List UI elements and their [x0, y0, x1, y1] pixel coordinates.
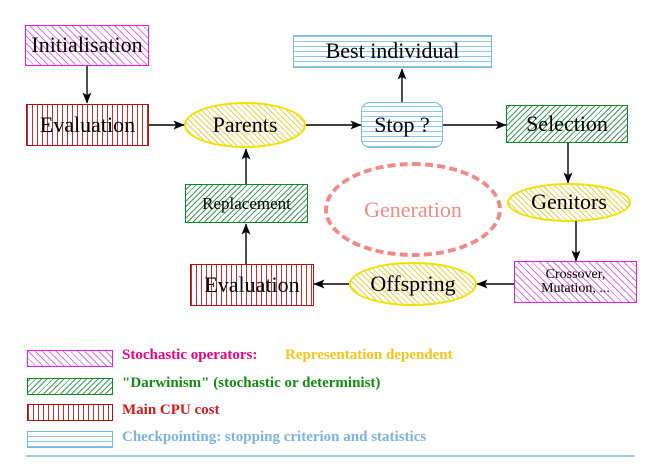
legend-swatch-cpu — [27, 404, 113, 421]
node-evaluation-bottom[interactable]: Evaluation — [190, 264, 314, 306]
legend-label-stochastic: Stochastic operators: — [122, 347, 258, 363]
node-generation-group: Generation — [324, 162, 502, 257]
node-replacement[interactable]: Replacement — [185, 184, 308, 223]
legend-item-3 — [27, 431, 113, 448]
bottom-divider — [26, 455, 635, 457]
legend-swatch-stochastic — [27, 350, 113, 367]
legend-label-darwinism: "Darwinism" (stochastic or determinist) — [122, 375, 381, 391]
legend-label-stochastic-extra: Representation dependent — [285, 347, 453, 363]
node-selection[interactable]: Selection — [506, 105, 628, 143]
legend-swatch-checkpointing — [27, 431, 113, 448]
node-parents[interactable]: Parents — [184, 102, 306, 148]
node-stop-label: Stop ? — [374, 111, 430, 137]
legend-item-2 — [27, 404, 113, 421]
node-best-individual-label: Best individual — [325, 38, 460, 64]
node-initialisation[interactable]: Initialisation — [25, 25, 149, 66]
node-genitors-label: Genitors — [531, 189, 607, 215]
node-offspring[interactable]: Offspring — [349, 262, 477, 306]
node-best-individual[interactable]: Best individual — [293, 35, 492, 68]
node-crossover-mutation[interactable]: Crossover, Mutation, ... — [514, 261, 637, 303]
node-genitors[interactable]: Genitors — [507, 183, 631, 222]
node-initialisation-label: Initialisation — [31, 32, 143, 58]
node-selection-label: Selection — [526, 110, 608, 136]
legend-swatch-darwinism — [27, 378, 113, 395]
node-stop[interactable]: Stop ? — [361, 102, 443, 148]
legend-label-checkpointing: Checkpointing: stopping criterion and st… — [122, 429, 427, 445]
node-evaluation-bottom-label: Evaluation — [204, 271, 300, 297]
node-crossover-mutation-label: Crossover, Mutation, ... — [541, 266, 610, 296]
legend-item-0 — [27, 350, 113, 367]
node-replacement-label: Replacement — [202, 193, 291, 213]
node-evaluation-top-label: Evaluation — [39, 111, 136, 137]
legend-label-cpu: Main CPU cost — [122, 402, 220, 418]
node-offspring-label: Offspring — [370, 270, 456, 296]
node-generation-label: Generation — [364, 196, 462, 222]
legend-item-1 — [27, 378, 113, 395]
node-parents-label: Parents — [212, 111, 278, 137]
node-evaluation-top[interactable]: Evaluation — [26, 104, 149, 146]
